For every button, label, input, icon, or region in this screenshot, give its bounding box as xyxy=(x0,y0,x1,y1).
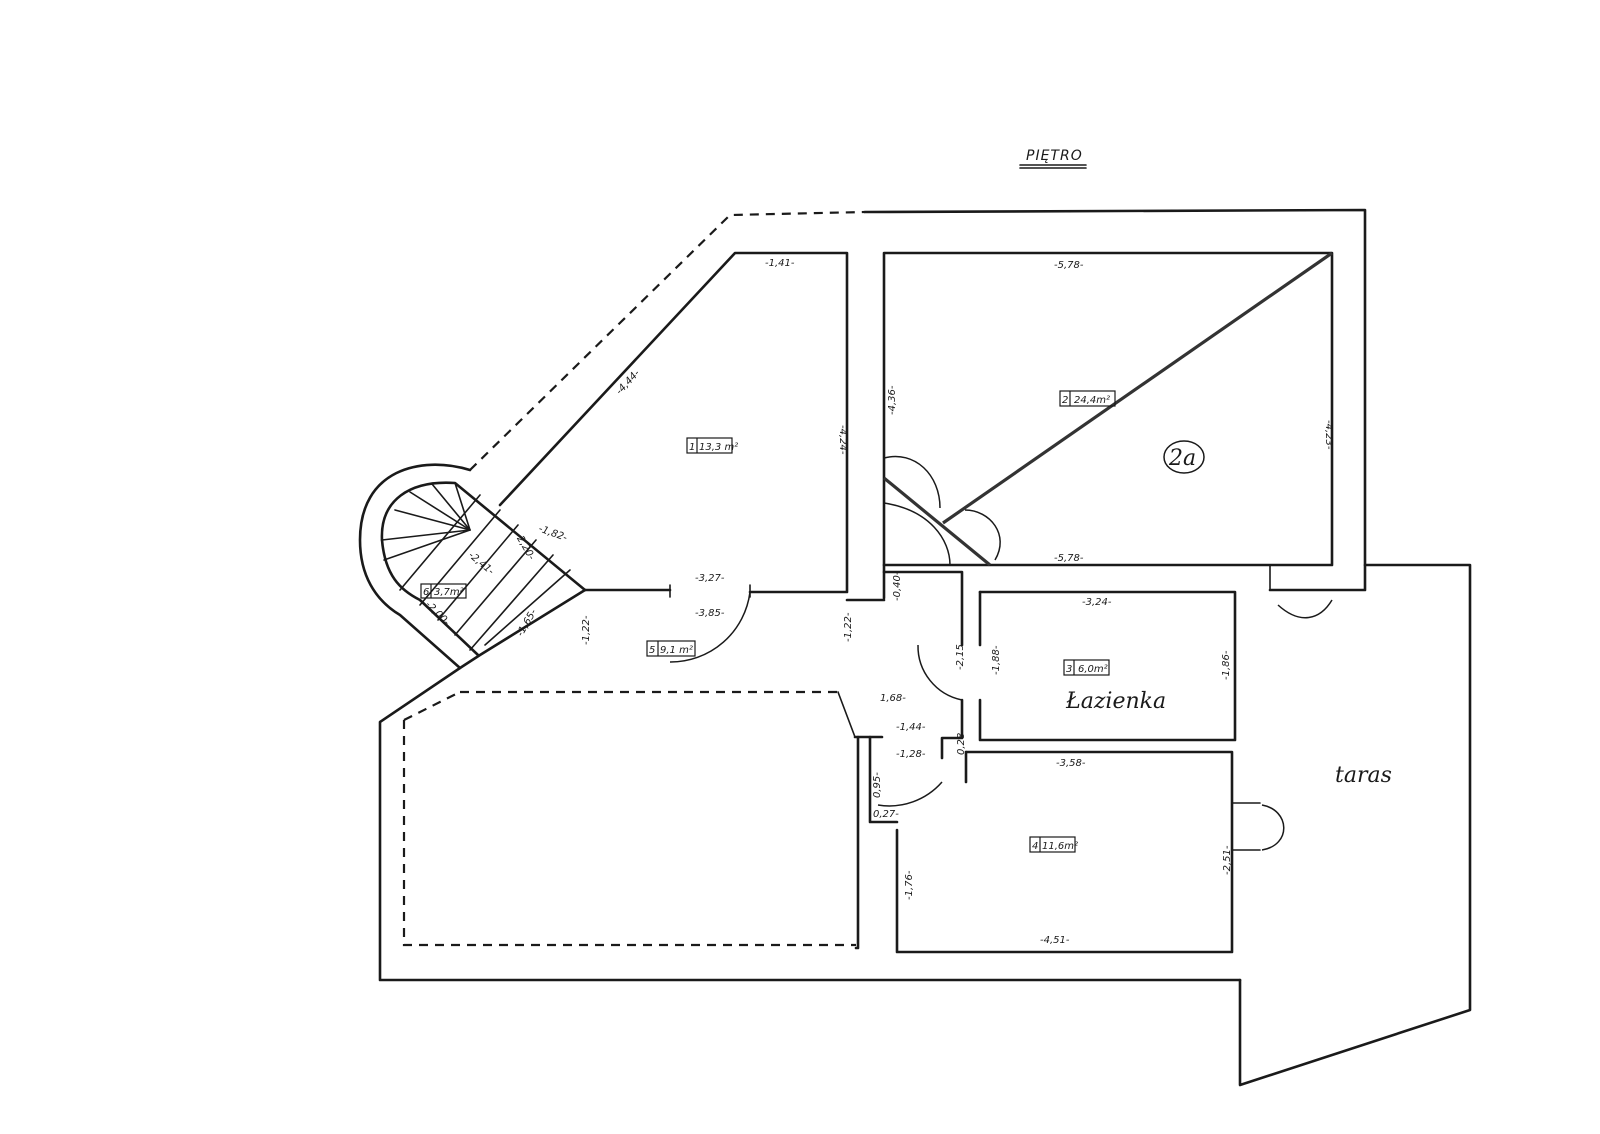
room-2a-label: 2a xyxy=(1168,446,1196,471)
room-1 xyxy=(498,251,849,663)
svg-text:-1,28-: -1,28- xyxy=(896,749,926,760)
svg-text:13,3 m²: 13,3 m² xyxy=(699,442,738,453)
svg-text:2: 2 xyxy=(1062,395,1068,406)
room-3: Łazienka xyxy=(978,590,1237,742)
roof-outline xyxy=(469,210,866,471)
dimension-labels: -1,41- -4,44- -4,24- -3,27- -3,85- -5,78… xyxy=(423,258,1334,946)
outer-walls xyxy=(358,208,1472,1087)
svg-text:-4,51-: -4,51- xyxy=(1040,935,1070,946)
svg-text:-1,22-: -1,22- xyxy=(581,615,592,645)
taras-label: taras xyxy=(1335,763,1392,788)
area-box-1: 1 13,3 m² xyxy=(686,437,738,454)
svg-text:-4,24-: -4,24- xyxy=(837,425,848,455)
svg-text:-3,58-: -3,58- xyxy=(1056,758,1086,769)
svg-text:3: 3 xyxy=(1066,664,1072,675)
svg-text:-2,00-: -2,00- xyxy=(423,599,452,628)
room-2: 2a xyxy=(882,251,1334,567)
svg-text:-1,76-: -1,76- xyxy=(904,870,915,900)
svg-text:-4,44-: -4,44- xyxy=(614,368,642,397)
svg-text:-1,86-: -1,86- xyxy=(1221,650,1232,680)
svg-text:0,28: 0,28 xyxy=(956,733,967,755)
svg-text:-5,78-: -5,78- xyxy=(1054,553,1084,564)
svg-text:-3,27-: -3,27- xyxy=(695,573,725,584)
svg-text:-4,36-: -4,36- xyxy=(887,385,898,415)
svg-text:-2,41-: -2,41- xyxy=(466,550,496,578)
svg-text:11,6m²: 11,6m² xyxy=(1042,841,1078,852)
svg-text:3,7m²: 3,7m² xyxy=(434,587,464,598)
area-box-4: 4 11,6m² xyxy=(1029,836,1078,853)
svg-text:0,27-: 0,27- xyxy=(873,809,899,820)
svg-text:-0,40-: -0,40- xyxy=(892,571,903,601)
svg-text:4: 4 xyxy=(1032,841,1038,852)
staircase xyxy=(381,482,571,651)
svg-text:1,68-: 1,68- xyxy=(880,693,906,704)
svg-text:-1,88-: -1,88- xyxy=(991,645,1002,675)
svg-text:24,4m²: 24,4m² xyxy=(1074,395,1110,406)
svg-text:9,1 m²: 9,1 m² xyxy=(660,645,693,656)
svg-text:-2,15: -2,15 xyxy=(955,644,966,670)
terrace-door xyxy=(1277,599,1333,619)
svg-text:-5,78-: -5,78- xyxy=(1054,260,1084,271)
svg-text:-4,23-: -4,23- xyxy=(1323,420,1334,450)
svg-text:-1,65-: -1,65- xyxy=(515,607,539,638)
svg-text:-3,85-: -3,85- xyxy=(695,608,725,619)
svg-text:5: 5 xyxy=(649,645,655,656)
svg-text:-1,82-: -1,82- xyxy=(537,523,569,544)
area-box-3: 3 6,0m² xyxy=(1063,659,1110,676)
room-4 xyxy=(895,750,1285,954)
svg-text:-1,22-: -1,22- xyxy=(843,612,854,642)
lower-left-room xyxy=(402,691,860,950)
svg-text:6,0m²: 6,0m² xyxy=(1078,664,1108,675)
room-2a-circle xyxy=(1163,440,1205,474)
area-box-2: 2 24,4m² xyxy=(1059,390,1116,407)
lazienka-label: Łazienka xyxy=(1065,689,1166,714)
svg-text:-1,41-: -1,41- xyxy=(765,258,795,269)
svg-text:-2,51-: -2,51- xyxy=(1222,845,1233,875)
svg-text:1: 1 xyxy=(689,442,695,453)
area-box-6: 6 3,7m² xyxy=(420,583,467,599)
svg-text:6: 6 xyxy=(423,587,429,598)
svg-text:0,95-: 0,95- xyxy=(872,772,883,798)
svg-text:-1,44-: -1,44- xyxy=(896,722,926,733)
area-box-5: 5 9,1 m² xyxy=(646,640,696,657)
svg-text:-3,24-: -3,24- xyxy=(1082,597,1112,608)
plan-title: PIĘTRO xyxy=(1026,148,1083,164)
hall-walls xyxy=(460,563,964,824)
